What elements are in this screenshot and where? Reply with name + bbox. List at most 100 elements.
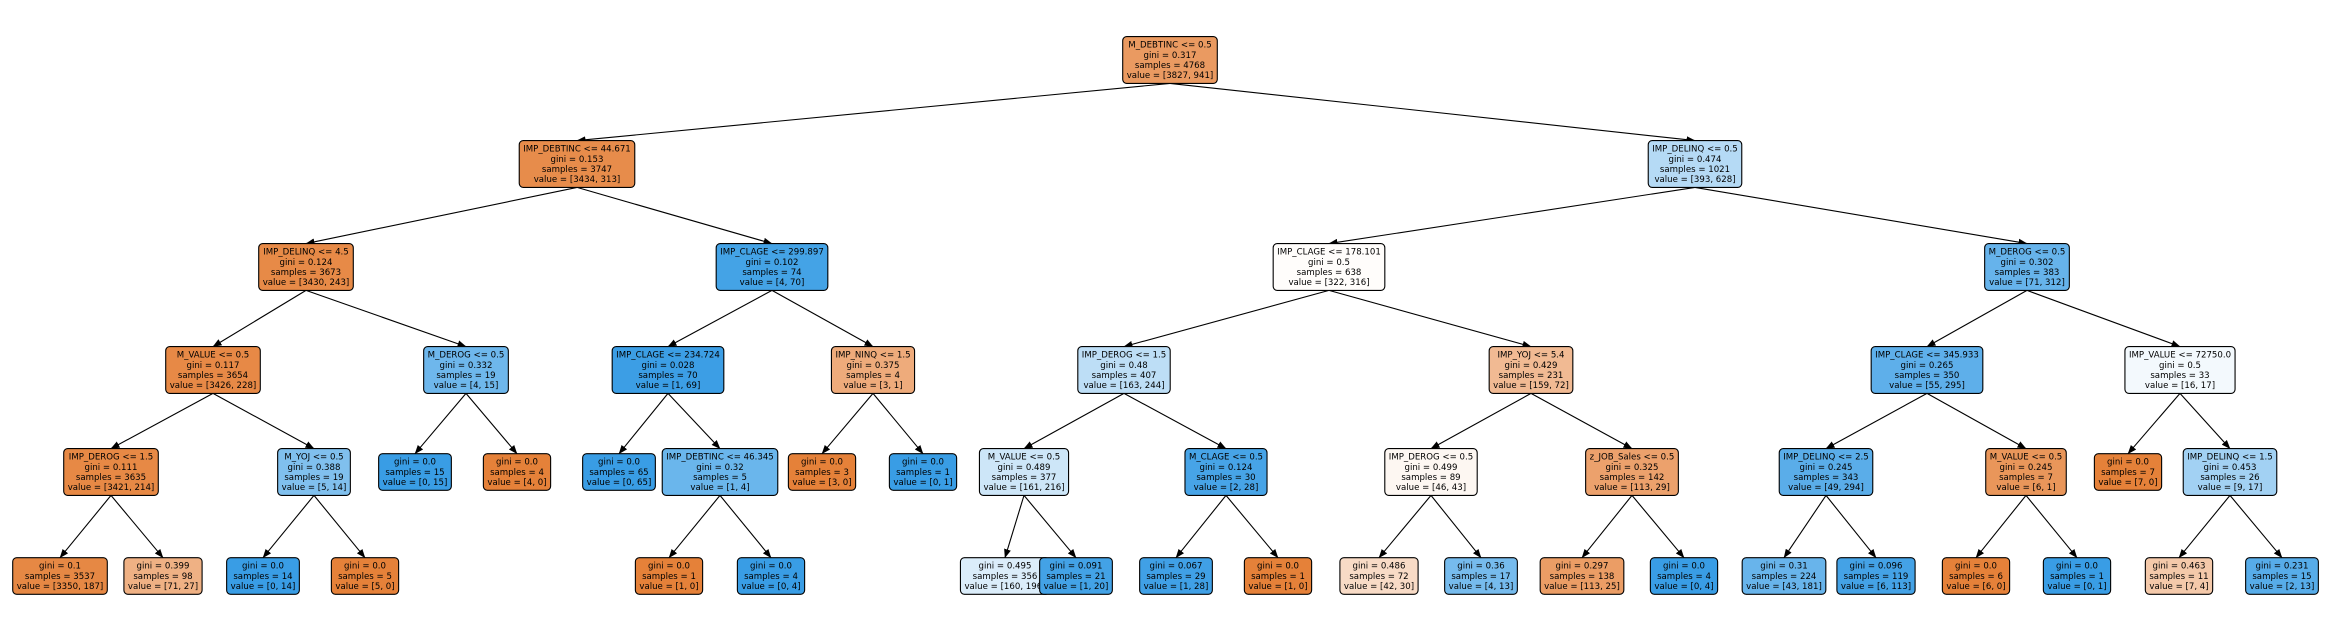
node-line: IMP_YOJ <= 5.4 — [1497, 351, 1564, 361]
tree-edge-arrow — [1975, 495, 2027, 559]
node-box — [1778, 448, 1874, 496]
node-line: value = [160, 196] — [964, 582, 1045, 592]
node-line: value = [0, 4] — [741, 582, 800, 592]
node-line: samples = 29 — [1146, 572, 1205, 582]
node-line: gini = 0.0 — [242, 562, 284, 572]
node-line: M_DEROG <= 0.5 — [1989, 248, 2066, 258]
node-line: value = [3350, 187] — [17, 582, 104, 592]
tree-edge-arrow — [1328, 289, 1532, 348]
tree-edge-arrow — [305, 186, 578, 246]
tree-edge-arrow — [1694, 186, 2028, 246]
node-line: IMP_CLAGE <= 345.933 — [1875, 351, 1979, 361]
node-line: IMP_DEROG <= 1.5 — [1082, 351, 1166, 361]
node-line: samples = 19 — [436, 371, 495, 381]
node-line: gini = 0.453 — [2204, 463, 2257, 473]
tree-edge-arrow — [1225, 495, 1279, 559]
node-line: value = [5, 14] — [282, 483, 347, 493]
node-line: gini = 0.091 — [1050, 562, 1103, 572]
node-line: samples = 7 — [2101, 468, 2155, 478]
node-line: M_VALUE <= 0.5 — [1990, 453, 2063, 463]
node-box — [634, 557, 704, 595]
node-line: value = [3, 0] — [792, 478, 851, 488]
tree-edge-arrow — [1825, 495, 1877, 559]
node-line: gini = 0.153 — [551, 155, 604, 165]
node-line: value = [0, 4] — [1654, 582, 1713, 592]
node-box — [1649, 557, 1719, 595]
node-line: gini = 0.486 — [1353, 562, 1406, 572]
tree-edge-arrow — [313, 495, 366, 559]
node-line: samples = 6 — [1949, 572, 2003, 582]
node-line: value = [5, 0] — [335, 582, 394, 592]
node-line: gini = 0.028 — [642, 361, 695, 371]
node-line: IMP_DEROG <= 1.5 — [69, 453, 153, 463]
tree-edge-arrow — [1169, 82, 1696, 144]
tree-edge-arrow — [1123, 289, 1330, 348]
node-line: IMP_DELINQ <= 2.5 — [1783, 453, 1869, 463]
tree-edge-arrow — [1783, 495, 1827, 559]
node-line: samples = 1 — [2050, 572, 2104, 582]
node-line: samples = 231 — [1499, 371, 1564, 381]
node-box — [1339, 557, 1419, 595]
tree-edge-arrow — [1430, 495, 1482, 559]
node-line: gini = 0.302 — [2001, 258, 2054, 268]
node-line: value = [2, 28] — [1194, 483, 1259, 493]
tree-edge-arrow — [1378, 495, 1432, 559]
tree-edge-arrow — [668, 495, 721, 559]
node-line: value = [0, 1] — [2047, 582, 2106, 592]
node-line: value = [0, 14] — [231, 582, 296, 592]
node-line: gini = 0.325 — [1606, 463, 1659, 473]
node-line: value = [322, 316] — [1288, 278, 1369, 288]
node-line: M_VALUE <= 0.5 — [988, 453, 1061, 463]
node-line: gini = 0.265 — [1901, 361, 1954, 371]
node-box — [1539, 557, 1625, 595]
node-box — [518, 140, 636, 188]
node-line: samples = 407 — [1092, 371, 1157, 381]
node-line: M_DEROG <= 0.5 — [428, 351, 505, 361]
node-box — [1384, 448, 1478, 496]
node-line: samples = 4 — [846, 371, 900, 381]
node-line: gini = 0.375 — [847, 361, 900, 371]
node-line: IMP_DEBTINC <= 46.345 — [666, 453, 774, 463]
node-line: value = [1, 69] — [636, 381, 701, 391]
node-line: gini = 0.0 — [598, 458, 640, 468]
node-box — [611, 346, 725, 394]
node-line: value = [4, 0] — [487, 478, 546, 488]
node-box — [1077, 346, 1171, 394]
node-line: gini = 0.0 — [801, 458, 843, 468]
node-line: samples = 4 — [1657, 572, 1711, 582]
node-line: samples = 4 — [744, 572, 798, 582]
tree-edge-arrow — [667, 289, 773, 348]
tree-edge-arrow — [1926, 392, 2027, 450]
node-line: gini = 0.5 — [1308, 258, 1350, 268]
node-line: gini = 0.0 — [1955, 562, 1997, 572]
node-line: value = [1, 0] — [1248, 582, 1307, 592]
tree-edge-arrow — [2179, 393, 2231, 449]
node-line: M_VALUE <= 0.5 — [177, 351, 250, 361]
node-line: z_JOB_Sales <= 0.5 — [1590, 453, 1675, 463]
tree-edge-arrow — [1023, 392, 1125, 450]
node-line: gini = 0.489 — [998, 463, 1051, 473]
tree-edge-arrow — [1581, 495, 1633, 559]
node-line: value = [3, 1] — [843, 381, 902, 391]
node-line: gini = 0.0 — [2107, 458, 2149, 468]
tree-edge-arrow — [2025, 495, 2078, 559]
